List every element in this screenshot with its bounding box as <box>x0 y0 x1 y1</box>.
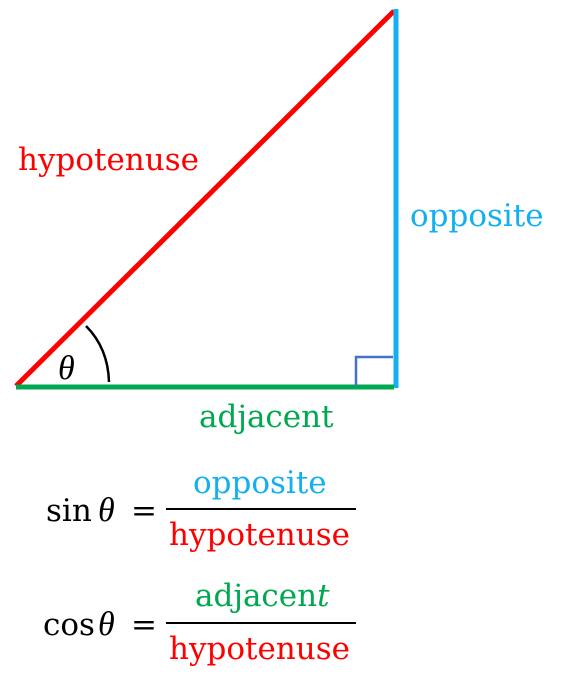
sin-func: sin <box>46 493 92 529</box>
cos-theta: θ <box>98 606 115 643</box>
opposite-label: opposite <box>410 198 544 234</box>
cos-numerator-italic: t <box>317 578 330 614</box>
cos-denominator: hypotenuse <box>169 631 350 667</box>
right-angle-marker <box>354 355 393 386</box>
sin-equals: = <box>131 493 157 529</box>
angle-theta-label: θ <box>58 350 75 387</box>
hypotenuse-label: hypotenuse <box>18 142 199 178</box>
cos-numerator-main: adjacen <box>195 578 317 614</box>
cos-func: cos <box>43 607 95 643</box>
sin-theta: θ <box>98 492 115 529</box>
sin-denominator: hypotenuse <box>169 517 350 553</box>
cos-numerator: adjacent <box>195 578 330 614</box>
cos-equals: = <box>131 607 157 643</box>
adjacent-label: adjacent <box>199 399 334 435</box>
hypotenuse-line <box>14 9 396 388</box>
sin-numerator: opposite <box>193 465 327 501</box>
angle-arc <box>85 325 111 383</box>
sin-formula: sin θ = opposite hypotenuse <box>46 465 356 553</box>
cos-formula: cos θ = adjacent hypotenuse <box>43 578 356 667</box>
